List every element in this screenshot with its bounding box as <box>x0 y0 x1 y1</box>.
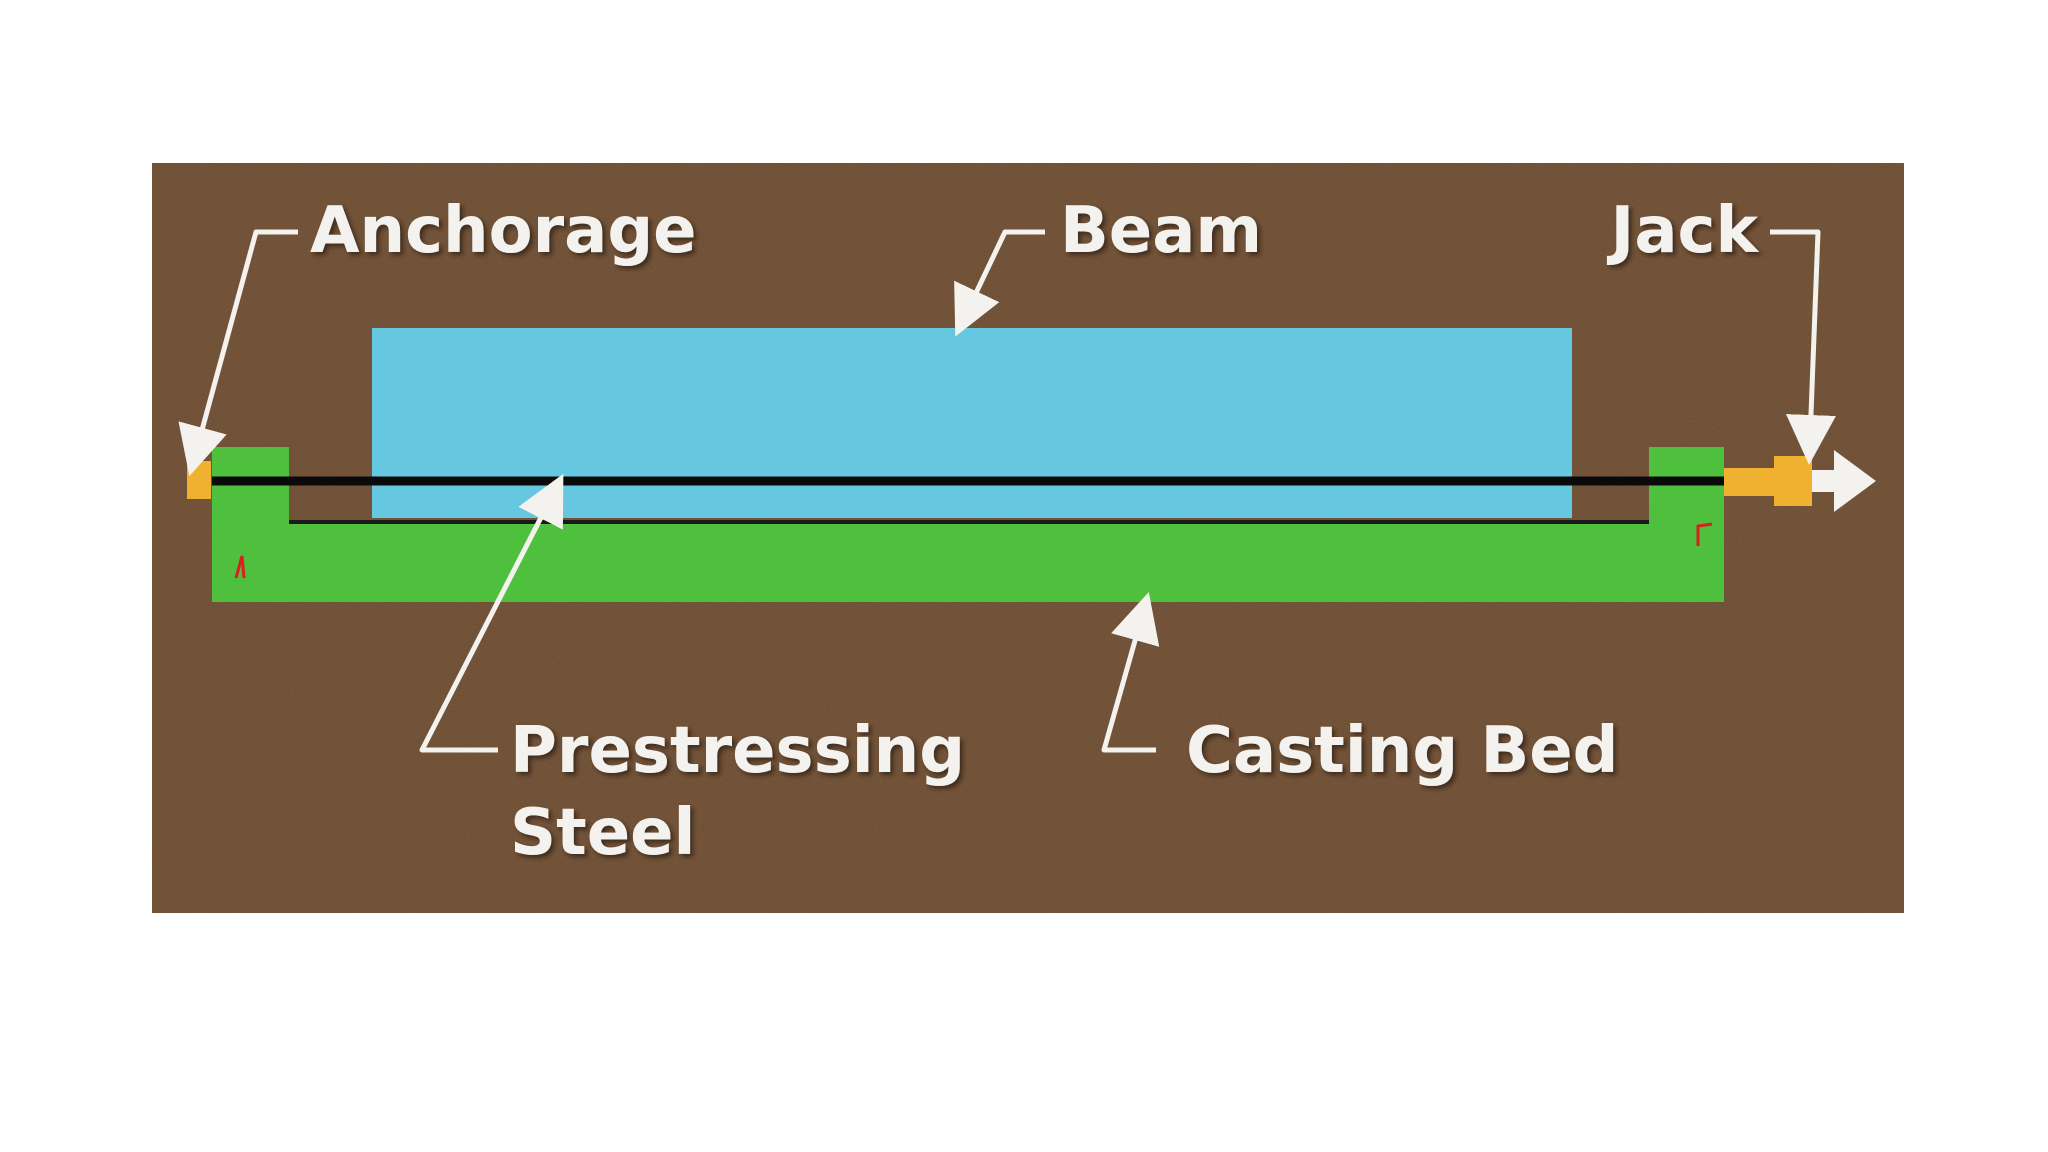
jack-label: Jack <box>1607 194 1760 268</box>
jack-rod <box>1724 468 1776 496</box>
casting-bed-leader-line <box>1101 591 1160 753</box>
red-mark-right <box>1696 522 1713 546</box>
beam-label: Beam <box>1060 194 1262 268</box>
beam-leader-line <box>954 229 1045 337</box>
jack-leader-line <box>1770 229 1836 465</box>
anchorage-block <box>187 461 211 499</box>
red-mark-left <box>234 555 246 579</box>
anchorage-leader-line <box>178 229 298 477</box>
beam <box>372 328 1572 518</box>
casting-bed <box>212 447 1724 602</box>
casting-bed-label: Casting Bed <box>1186 714 1618 788</box>
jack-pull-arrow-icon <box>1812 450 1876 512</box>
anchorage-label: Anchorage <box>310 194 697 268</box>
jack-body <box>1774 456 1812 506</box>
prestressing-label-line1: Prestressing <box>510 714 965 788</box>
prestressing-label-line2: Steel <box>510 796 695 870</box>
prestressing-leader-line <box>419 473 564 753</box>
